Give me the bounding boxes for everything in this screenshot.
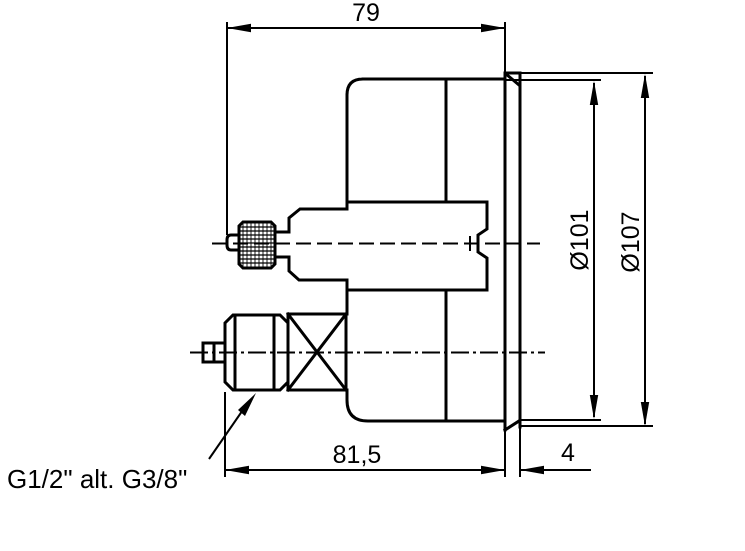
dim-case-diameter-label: Ø101 xyxy=(566,209,594,270)
dim-107-extension-lines xyxy=(520,72,653,427)
knob-boss xyxy=(287,207,349,282)
dimension-lines xyxy=(208,22,653,477)
knurl-texture xyxy=(240,223,274,267)
dim-79-extension-lines xyxy=(226,22,506,235)
dim-101-extension-lines xyxy=(505,79,601,421)
dim-79-arrow-left xyxy=(227,23,251,33)
dim-107-arrow-top xyxy=(640,74,650,98)
movement-housing xyxy=(345,200,489,292)
dim-107-arrow-bottom xyxy=(640,402,650,426)
dim-79-label: 79 xyxy=(352,0,380,27)
connection-thread-label: G1/2" alt. G3/8" xyxy=(7,464,187,494)
dim-101-arrow-bottom xyxy=(589,395,599,419)
dim-4-arrow xyxy=(520,465,544,475)
knob-stem xyxy=(273,230,291,259)
knurled-knob xyxy=(237,220,277,270)
connection-leader-arrow xyxy=(238,393,256,416)
rear-flange xyxy=(502,71,522,433)
connection-leader-line xyxy=(208,403,248,460)
dim-81-5-arrow-right xyxy=(481,465,505,475)
dim-4-label: 4 xyxy=(561,439,575,467)
dim-101-arrow-top xyxy=(589,81,599,105)
dim-81-5-label: 81,5 xyxy=(333,441,382,469)
centerlines xyxy=(190,236,545,354)
arrowheads xyxy=(225,23,650,475)
dim-81-5-arrow-left xyxy=(225,465,249,475)
dim-79-arrow-right xyxy=(481,23,505,33)
dim-flange-diameter-label: Ø107 xyxy=(617,211,645,272)
case-outline xyxy=(345,77,507,423)
